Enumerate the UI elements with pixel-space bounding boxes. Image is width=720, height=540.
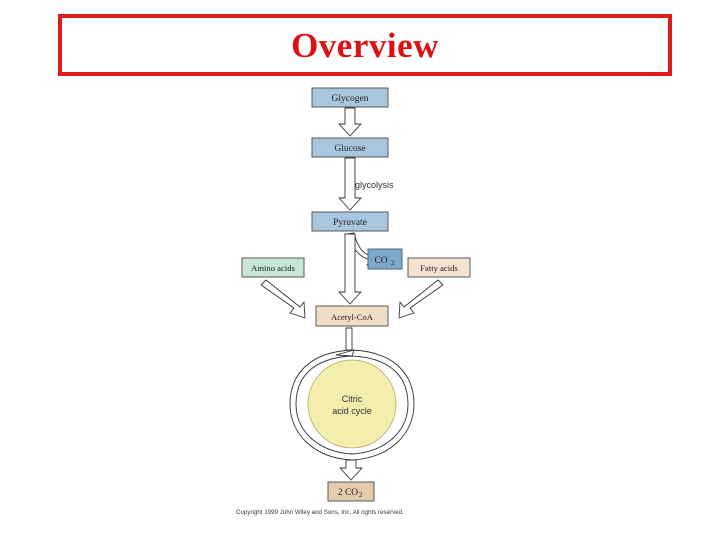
node-pyruvate-label: Pyruvate [333,218,367,228]
page-title: Overview [291,25,439,65]
arrow-pyruvate-to-acetyl-coa [338,233,362,305]
slide-title-box: Overview [58,14,672,76]
node-co2-subscript: 2 [391,260,395,267]
arrow-cycle-head [335,349,355,357]
arrow-amino-acids-to-acetyl-coa [260,279,306,319]
node-glycogen [311,87,389,108]
node-glycogen-label: Glycogen [332,94,369,104]
node-glucose [311,137,389,158]
citric-acid-cycle-circle [307,359,397,449]
node-fatty-acids [407,257,471,278]
arrow-cycle-to-two-co2 [339,459,363,481]
arrow-citric-acid-cycle-ring [289,349,415,461]
copyright-notice: Copyright 1999 John Wiley and Sons, Inc.… [236,509,404,516]
node-two-co2 [327,481,375,502]
node-co2-label: CO [374,256,387,266]
node-acetyl-coa-label: Acetyl-CoA [331,312,374,322]
arrow-glucose-to-pyruvate [338,157,362,211]
node-glucose-label: Glucose [334,144,365,154]
citric-acid-cycle-label-line2: acid cycle [332,406,372,416]
node-amino-acids [241,257,305,278]
node-fatty-acids-label: Fatty acids [420,263,458,273]
arrow-acetyl-coa-to-cycle [345,327,353,351]
node-amino-acids-label: Amino acids [251,263,295,273]
node-pyruvate [311,211,389,232]
glycolysis-label: glycolysis [355,180,394,190]
citric-acid-cycle-label-line1: Citric [342,394,363,404]
arrow-glycogen-to-glucose [338,107,362,137]
node-two-co2-label: 2 CO [338,488,358,498]
node-two-co2-subscript: 2 [359,492,363,499]
metabolic-overview-diagram: Citric acid cycle Glycogen Glucose glyco… [228,84,492,528]
arrow-fatty-acids-to-acetyl-coa [398,279,444,319]
node-co2 [367,248,403,270]
node-acetyl-coa [315,305,389,327]
